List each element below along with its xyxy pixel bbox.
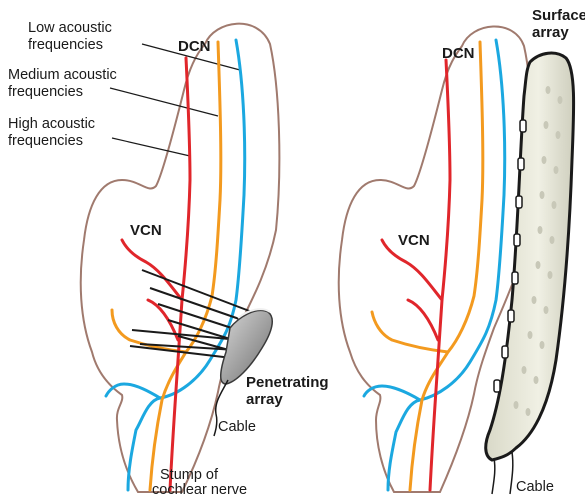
- high-frequency-label-2: frequencies: [8, 133, 83, 149]
- left-dcn-label: DCN: [178, 38, 211, 55]
- low-frequency-label-2: frequencies: [28, 37, 103, 53]
- medium-frequency-leader: [110, 88, 218, 116]
- right-cable-label: Cable: [516, 479, 554, 495]
- surface-array-label-2: array: [532, 24, 569, 41]
- medium-frequency-fiber: [112, 42, 221, 490]
- right-panel: DCN VCN Surface array Cable: [339, 7, 585, 495]
- left-vcn-label: VCN: [130, 222, 162, 239]
- low-frequency-label-1: Low acoustic: [28, 20, 112, 36]
- stump-label-2: cochlear nerve: [152, 482, 247, 497]
- surface-array-label-1: Surface: [532, 7, 585, 24]
- stump-label-1: Stump of: [160, 467, 219, 483]
- penetrating-array-label-2: array: [246, 391, 283, 408]
- high-frequency-label-1: High acoustic: [8, 116, 95, 132]
- high-frequency-leader: [112, 138, 190, 156]
- medium-frequency-label-2: frequencies: [8, 84, 83, 100]
- left-panel: Low acoustic frequencies Medium acoustic…: [8, 20, 329, 497]
- right-vcn-label: VCN: [398, 232, 430, 249]
- penetrating-array: [221, 309, 273, 384]
- medium-frequency-label-1: Medium acoustic: [8, 67, 117, 83]
- right-dcn-label: DCN: [442, 45, 475, 62]
- penetrating-array-label-1: Penetrating: [246, 374, 329, 391]
- left-cable-label: Cable: [218, 419, 256, 435]
